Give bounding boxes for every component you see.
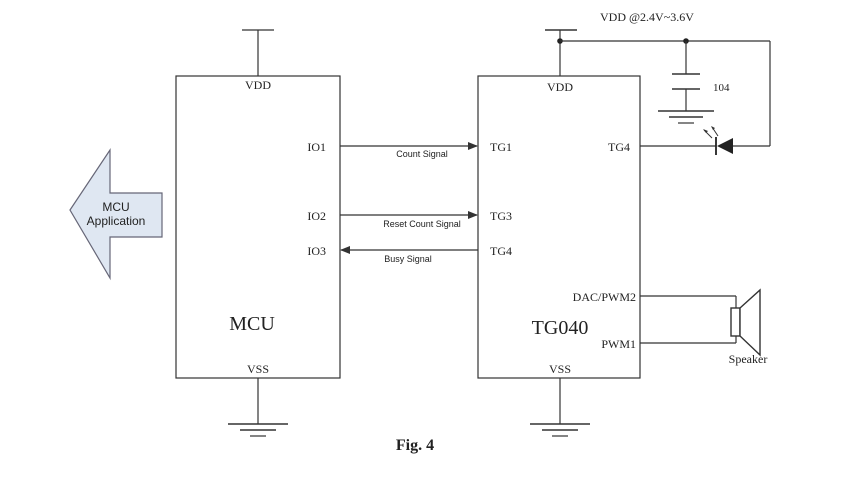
tg040-ground-symbol (530, 378, 590, 437)
led-light-rays (703, 126, 719, 139)
figure-caption: Fig. 4 (396, 437, 434, 454)
tg040-vss-label: VSS (549, 362, 571, 376)
mcu-ground-symbol (228, 378, 288, 437)
mcu-application-arrow: MCU Application (69, 148, 163, 281)
speaker: Speaker (640, 288, 768, 366)
speaker-label: Speaker (729, 352, 768, 366)
mcu-io2-label: IO2 (307, 209, 326, 223)
busy-signal-label: Busy Signal (384, 254, 432, 264)
capacitor-104: 104 (658, 41, 730, 124)
arrow-label-line-2: Application (87, 214, 146, 228)
mcu-body (175, 75, 341, 379)
tg040-pwm1-label: PWM1 (601, 337, 636, 351)
tg040-tg3-label: TG3 (490, 209, 512, 223)
led (640, 126, 770, 155)
mcu-vdd-label: VDD (245, 78, 271, 92)
count-signal-label: Count Signal (396, 149, 448, 159)
mcu-io3-label: IO3 (307, 244, 326, 258)
reset-signal-label: Reset Count Signal (383, 219, 461, 229)
tg040-vdd-label: VDD (547, 80, 573, 94)
tg040-body (477, 75, 641, 379)
arrow-label-line-1: MCU (102, 200, 129, 214)
tg040-block: VDD VSS TG040 TG1 TG3 TG4 TG4 DAC/PWM2 P… (477, 75, 641, 437)
speaker-cone (739, 288, 761, 357)
mcu-vss-label: VSS (247, 362, 269, 376)
speaker-coil (730, 307, 741, 337)
led-triangle (717, 138, 733, 154)
tg040-tg4-right-label: TG4 (608, 140, 630, 154)
mcu-name: MCU (229, 313, 275, 335)
supply-voltage-label: VDD @2.4V~3.6V (600, 10, 694, 24)
tg040-name: TG040 (532, 317, 589, 339)
tg040-tg4-left-label: TG4 (490, 244, 512, 258)
tg040-tg1-label: TG1 (490, 140, 512, 154)
mcu-block: VDD VSS MCU IO1 IO2 IO3 (175, 29, 341, 437)
capacitor-ground-symbol (658, 110, 714, 124)
tg040-dac-pwm2-label: DAC/PWM2 (573, 290, 636, 304)
capacitor-label: 104 (713, 82, 730, 94)
signal-lines: Count Signal Reset Count Signal Busy Sig… (340, 142, 478, 264)
mcu-io1-label: IO1 (307, 140, 326, 154)
power-supply-network: VDD @2.4V~3.6V (545, 10, 771, 146)
